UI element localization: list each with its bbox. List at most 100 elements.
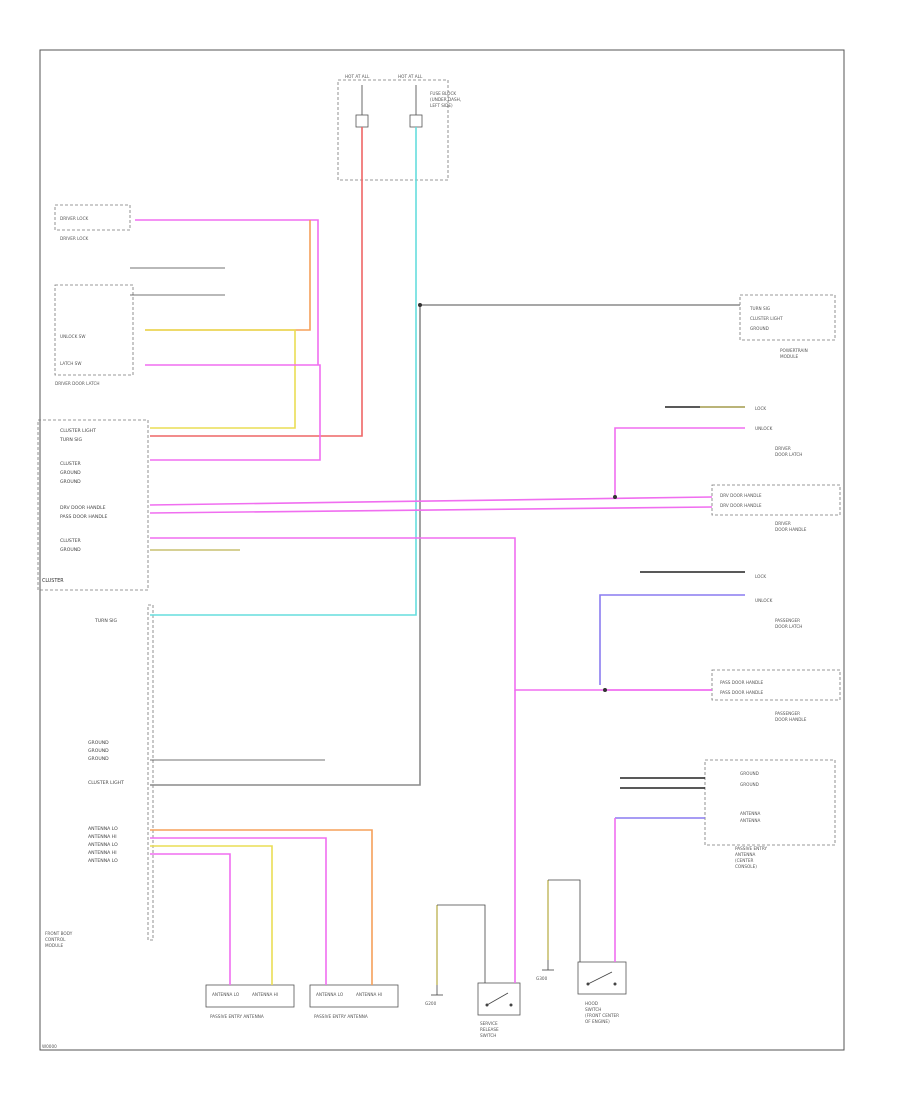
svg-text:TURN SIG: TURN SIG: [749, 306, 770, 311]
svg-text:ANTENNA LO: ANTENNA LO: [316, 992, 344, 997]
footer-code: W0000: [42, 1044, 57, 1049]
svg-text:OF ENGINE): OF ENGINE): [585, 1019, 610, 1024]
svg-text:DRV DOOR HANDLE: DRV DOOR HANDLE: [60, 505, 106, 511]
svg-text:SWITCH: SWITCH: [585, 1007, 601, 1012]
svg-text:G200: G200: [425, 1001, 437, 1006]
svg-text:TURN SIG: TURN SIG: [59, 437, 83, 443]
svg-text:FUSE BLOCK: FUSE BLOCK: [430, 91, 456, 96]
svg-text:UNLOCK: UNLOCK: [755, 426, 773, 431]
svg-text:ANTENNA: ANTENNA: [740, 818, 760, 823]
svg-text:ANTENNA LO: ANTENNA LO: [88, 858, 118, 864]
svg-text:LOCK: LOCK: [755, 406, 766, 411]
diagram-frame: [39, 49, 845, 1051]
svg-text:HOT AT ALL: HOT AT ALL: [345, 74, 370, 79]
svg-text:GROUND: GROUND: [88, 756, 109, 762]
svg-text:DOOR HANDLE: DOOR HANDLE: [775, 717, 807, 722]
svg-text:ANTENNA HI: ANTENNA HI: [88, 850, 117, 856]
splice-dot-1: [418, 303, 422, 307]
svg-text:DRIVER LOCK: DRIVER LOCK: [60, 236, 89, 241]
driver-door-handle-switch: LOCK UNLOCK DRIVER DOOR LATCH: [755, 406, 802, 457]
antenna-2-label: PASSIVE ENTRY ANTENNA: [314, 1014, 368, 1019]
svg-text:GROUND: GROUND: [740, 771, 759, 776]
ground-symbol-left: G200: [425, 985, 443, 1006]
svg-text:LOCK: LOCK: [755, 574, 766, 579]
svg-text:GROUND: GROUND: [60, 479, 81, 485]
svg-text:CLUSTER: CLUSTER: [60, 461, 82, 467]
svg-text:DRIVER: DRIVER: [775, 521, 791, 526]
svg-text:FRONT BODY: FRONT BODY: [45, 931, 73, 936]
front-body-control-module: TURN SIG GROUND GROUND GROUND CLUSTER LI…: [45, 604, 154, 948]
svg-text:GROUND: GROUND: [740, 782, 759, 787]
svg-text:ANTENNA: ANTENNA: [735, 852, 755, 857]
svg-text:GROUND: GROUND: [88, 740, 109, 746]
svg-text:SERVICE: SERVICE: [480, 1021, 498, 1026]
svg-text:MODULE: MODULE: [45, 943, 64, 948]
passenger-door-latch: LOCK UNLOCK PASSENGER DOOR LATCH: [755, 574, 802, 629]
svg-text:PASS DOOR HANDLE: PASS DOOR HANDLE: [720, 680, 764, 685]
svg-text:PASSENGER: PASSENGER: [775, 711, 800, 716]
passive-entry-antenna-2: ANTENNA LO ANTENNA HI PASSIVE ENTRY ANTE…: [309, 984, 399, 1019]
svg-text:DRIVER LOCK: DRIVER LOCK: [60, 216, 89, 221]
svg-text:GROUND: GROUND: [750, 326, 769, 331]
ground-symbol-right: G300: [536, 960, 554, 981]
svg-text:PASS DOOR HANDLE: PASS DOOR HANDLE: [720, 690, 764, 695]
hood-switch: HOOD SWITCH (FRONT CENTER OF ENGINE): [577, 961, 627, 1024]
svg-text:ANTENNA LO: ANTENNA LO: [88, 826, 118, 832]
svg-text:DOOR LATCH: DOOR LATCH: [775, 452, 802, 457]
svg-text:DRIVER: DRIVER: [775, 446, 791, 451]
svg-text:(CENTER: (CENTER: [735, 858, 754, 863]
svg-text:ANTENNA HI: ANTENNA HI: [88, 834, 117, 840]
svg-text:SWITCH: SWITCH: [480, 1033, 496, 1038]
svg-text:TURN SIG: TURN SIG: [94, 618, 118, 624]
svg-text:LATCH SW: LATCH SW: [60, 361, 81, 366]
svg-text:MODULE: MODULE: [780, 354, 799, 359]
svg-text:POWERTRAIN: POWERTRAIN: [780, 348, 808, 353]
antenna-1-hi: ANTENNA HI: [252, 992, 278, 997]
svg-text:CLUSTER: CLUSTER: [60, 538, 82, 544]
wires: [130, 127, 745, 985]
svg-text:UNLOCK SW: UNLOCK SW: [60, 334, 85, 339]
driver-door-latch-label: DRIVER DOOR LATCH: [55, 381, 100, 386]
service-release-switch: SERVICE RELEASE SWITCH: [477, 982, 521, 1038]
driver-door-latch: UNLOCK SW LATCH SW DRIVER DOOR LATCH: [54, 284, 134, 386]
svg-text:G300: G300: [536, 976, 548, 981]
svg-text:PASS DOOR HANDLE: PASS DOOR HANDLE: [60, 514, 107, 520]
svg-text:CLUSTER LIGHT: CLUSTER LIGHT: [750, 316, 783, 321]
powertrain-module: TURN SIG CLUSTER LIGHT GROUND POWERTRAIN…: [739, 294, 836, 359]
svg-text:DOOR LATCH: DOOR LATCH: [775, 624, 802, 629]
svg-text:DRV DOOR HANDLE: DRV DOOR HANDLE: [720, 503, 762, 508]
svg-text:DOOR HANDLE: DOOR HANDLE: [775, 527, 807, 532]
passenger-door-handle: PASS DOOR HANDLE PASS DOOR HANDLE PASSEN…: [711, 669, 841, 722]
cluster-label: CLUSTER: [42, 578, 64, 584]
svg-text:ANTENNA: ANTENNA: [740, 811, 760, 816]
svg-text:UNLOCK: UNLOCK: [755, 598, 773, 603]
svg-text:HOOD: HOOD: [585, 1001, 598, 1006]
splice-dot-3: [603, 688, 607, 692]
svg-text:(FRONT CENTER: (FRONT CENTER: [585, 1013, 619, 1018]
svg-text:CLUSTER LIGHT: CLUSTER LIGHT: [60, 428, 96, 434]
svg-text:ANTENNA HI: ANTENNA HI: [356, 992, 382, 997]
splice-dot-2: [613, 495, 617, 499]
svg-text:GROUND: GROUND: [60, 470, 81, 476]
cluster-module: CLUSTER CLUSTER LIGHT TURN SIG CLUSTER G…: [37, 419, 149, 591]
fuse-block: HOT AT ALL HOT AT ALL FUSE BLOCK (UNDER …: [337, 74, 461, 181]
svg-text:(UNDER DASH,: (UNDER DASH,: [430, 97, 461, 102]
svg-text:HOT AT ALL: HOT AT ALL: [398, 74, 423, 79]
svg-text:CLUSTER LIGHT: CLUSTER LIGHT: [88, 780, 124, 786]
antenna-1-lo: ANTENNA LO: [212, 992, 240, 997]
driver-lock-box: DRIVER LOCK DRIVER LOCK: [54, 204, 131, 241]
svg-text:CONTROL: CONTROL: [45, 937, 66, 942]
svg-text:PASSIVE ENTRY: PASSIVE ENTRY: [735, 846, 767, 851]
svg-text:LEFT SIDE): LEFT SIDE): [430, 103, 453, 108]
svg-text:GROUND: GROUND: [88, 748, 109, 754]
svg-text:GROUND: GROUND: [60, 547, 81, 553]
svg-text:DRV DOOR HANDLE: DRV DOOR HANDLE: [720, 493, 762, 498]
svg-text:CONSOLE): CONSOLE): [735, 864, 757, 869]
svg-text:RELEASE: RELEASE: [480, 1027, 499, 1032]
antenna-1-label: PASSIVE ENTRY ANTENNA: [210, 1014, 264, 1019]
driver-door-handle: DRV DOOR HANDLE DRV DOOR HANDLE DRIVER D…: [711, 484, 841, 532]
passenger-antenna: GROUND GROUND ANTENNA ANTENNA PASSIVE EN…: [704, 759, 836, 869]
svg-text:ANTENNA LO: ANTENNA LO: [88, 842, 118, 848]
svg-text:PASSENGER: PASSENGER: [775, 618, 800, 623]
